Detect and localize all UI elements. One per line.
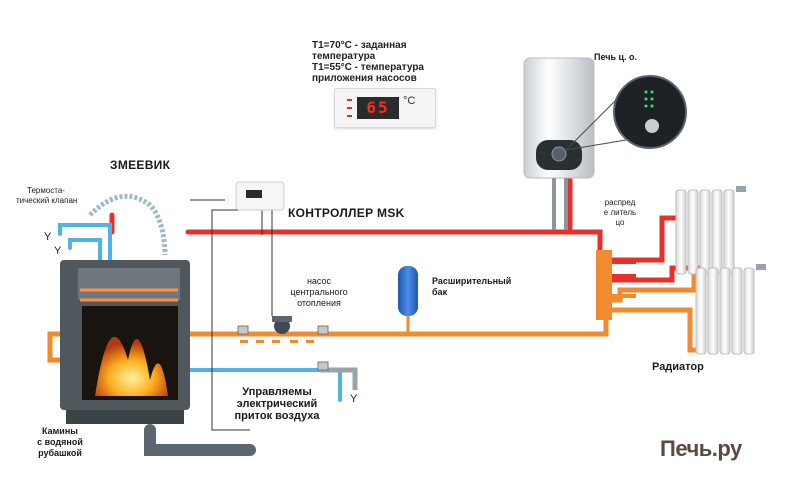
grey-pipe [320, 367, 358, 390]
note-line-1: T1=70°C - заданная [312, 40, 407, 51]
display-led-3 [347, 115, 352, 117]
expansion-tank [398, 266, 418, 334]
pump [272, 316, 292, 334]
pump-label: насос центрального отопления [284, 276, 354, 309]
controller-box-screen [246, 190, 262, 198]
controller-label: КОНТРОЛЛЕР MSK [288, 206, 405, 220]
return-loop-left [47, 331, 69, 363]
boiler-zoom [565, 75, 687, 151]
chimney-pipe [144, 424, 256, 456]
distributor-line-3: цо [615, 218, 625, 227]
distributor [596, 250, 636, 320]
wall-boiler [523, 57, 595, 230]
distributor-label: распред е литель цо [600, 198, 640, 228]
fireplace-label: Камины с водяной рубашкой [20, 426, 100, 459]
return-main-pipe [185, 297, 609, 337]
boiler-label: Печь ц. о. [594, 52, 638, 62]
thermo-valve-label: Термоста- тический клапан [16, 186, 78, 206]
distributor-line-2: е литель [603, 208, 637, 217]
fireplace-top-channel [78, 268, 180, 300]
fireplace [60, 260, 190, 424]
pump-line-1: насос [306, 276, 332, 286]
return-from-radiator-2 [603, 307, 703, 353]
fireplace-line-3: рубашкой [38, 448, 82, 458]
thermo-valve-line-2: тический клапан [16, 196, 78, 205]
site-logo: Печь.ру [660, 436, 742, 461]
temperature-note: T1=70°C - заданная температура T1=55°C -… [312, 40, 462, 84]
controller-display: 65 °C [334, 88, 436, 128]
coil-label: ЗМЕЕВИК [110, 158, 171, 172]
valves [237, 325, 329, 371]
radiator-label: Радиатор [652, 361, 704, 373]
air-line-2: электрический [236, 398, 318, 410]
tank-line-1: Расширительный [432, 276, 512, 286]
radiator-top [675, 186, 746, 275]
fireplace-line-1: Камины [42, 426, 78, 436]
return-from-radiator-1 [603, 269, 697, 303]
cold-pipe-2 [68, 238, 102, 262]
note-line-3: T1=55°C - температура [312, 62, 424, 73]
fireplace-line-2: с водяной [37, 437, 83, 447]
cold-pipe-1 [58, 223, 112, 262]
y-label-3: Y [350, 393, 358, 405]
pump-line-3: отопления [297, 298, 341, 308]
air-supply-label: Управляемы электрический приток воздуха [222, 386, 332, 422]
tank-line-2: бак [432, 287, 448, 297]
flow-marks [240, 340, 314, 343]
note-line-4: приложения насосов [312, 73, 417, 84]
flame [95, 336, 168, 396]
tank-label: Расширительный бак [432, 276, 511, 298]
fireplace-base [66, 410, 184, 424]
note-line-2: температура [312, 51, 376, 62]
pump-line-2: центрального [290, 287, 348, 297]
air-line-3: приток воздуха [234, 410, 320, 422]
display-digits: 65 [357, 97, 399, 119]
radiator-bottom [695, 264, 766, 355]
display-led-1 [347, 99, 352, 101]
coil-spring [88, 193, 168, 256]
distributor-line-1: распред [604, 198, 636, 207]
display-unit: °C [403, 95, 416, 107]
display-led-2 [347, 107, 352, 109]
y-label-2: Y [54, 245, 62, 257]
y-label-1: Y [44, 231, 52, 243]
thermo-valve-line-1: Термоста- [27, 186, 65, 195]
air-line-1: Управляемы [242, 386, 312, 398]
